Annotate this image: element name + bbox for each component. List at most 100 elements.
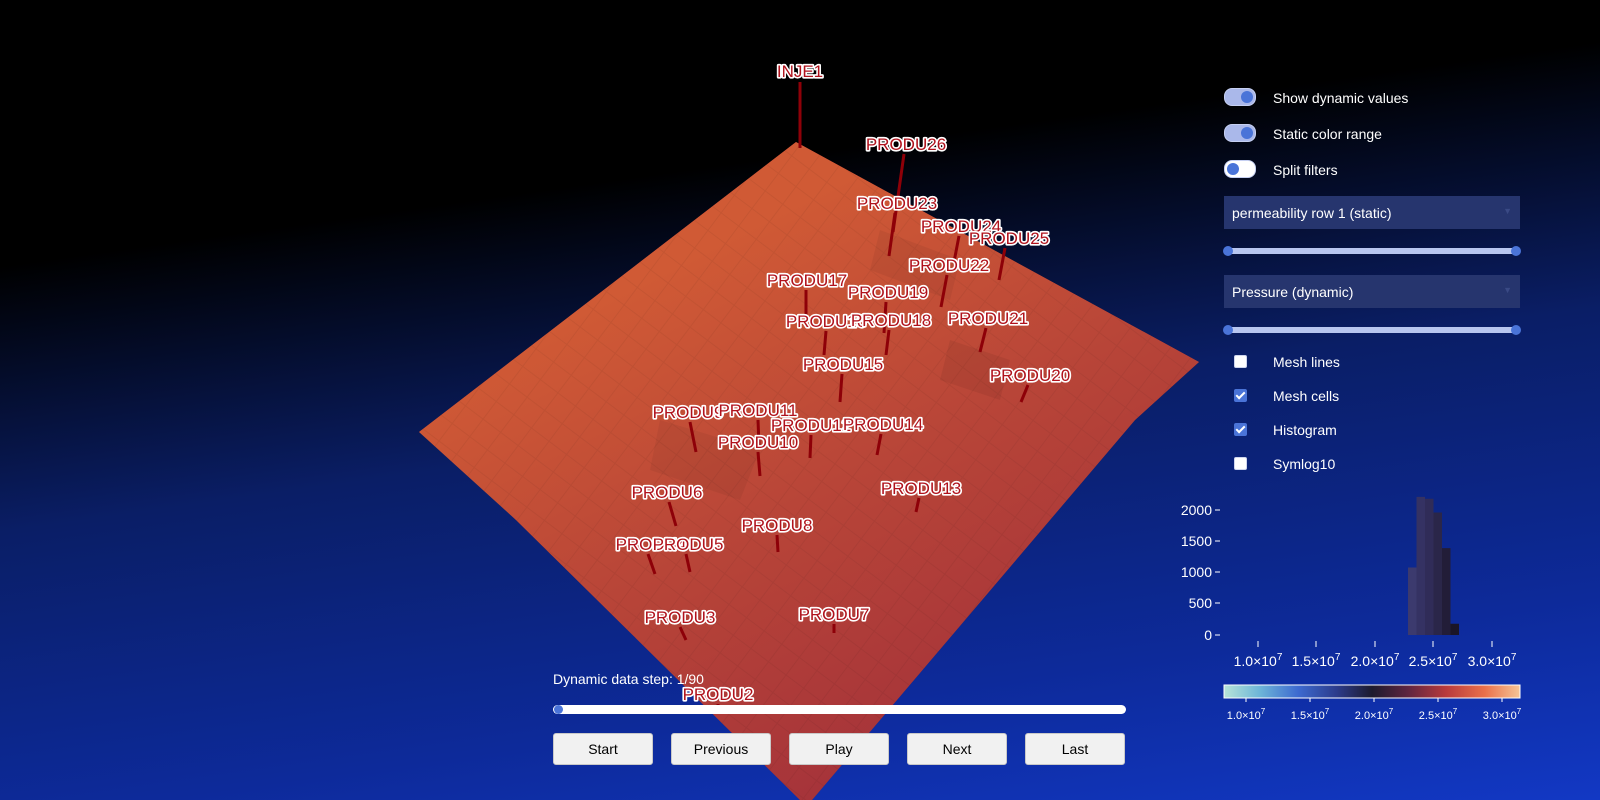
well-produ14[interactable]: PRODU14	[841, 413, 925, 456]
well-produ4[interactable]: PRODU4	[614, 533, 688, 575]
well-label: PRODU24	[921, 217, 1001, 236]
step-label: Dynamic data step: 1/90	[553, 671, 704, 687]
play-button[interactable]: Play	[789, 733, 889, 765]
well-produ5[interactable]: PRODU5	[651, 533, 725, 573]
last-button[interactable]: Last	[1025, 733, 1125, 765]
histogram-bar	[1442, 548, 1451, 635]
checkbox-symlog10[interactable]	[1234, 457, 1247, 470]
x-tick-label: 1.5×107	[1292, 652, 1341, 669]
well-produ21[interactable]: PRODU21	[946, 307, 1030, 353]
checkbox-box[interactable]	[1234, 457, 1247, 470]
checkbox-histogram[interactable]	[1234, 423, 1247, 436]
toggle-switch[interactable]	[1224, 124, 1256, 142]
well-label: PRODU19	[848, 283, 928, 302]
histogram-bar	[1416, 496, 1425, 635]
well-produ17[interactable]: PRODU17	[765, 269, 849, 315]
step-slider-handle[interactable]	[554, 705, 563, 714]
x-tick-label: 1.0×107	[1234, 652, 1283, 669]
toggle-split-filters[interactable]	[1224, 159, 1256, 179]
toggle-static-color-range[interactable]	[1224, 123, 1256, 143]
histogram-bars	[1408, 496, 1459, 635]
well-produ8[interactable]: PRODU8	[740, 514, 814, 553]
well-label: PRODU23	[857, 194, 937, 213]
well-produ19[interactable]: PRODU19	[846, 281, 930, 334]
well-label: PRODU22	[909, 256, 989, 275]
y-tick-label: 500	[1189, 595, 1213, 611]
well-trajectory	[756, 451, 762, 477]
well-produ16[interactable]: PRODU16	[784, 310, 868, 356]
well-produ22[interactable]: PRODU22	[907, 254, 991, 308]
well-produ24[interactable]: PRODU24	[919, 215, 1003, 263]
toggle-label-show-dynamic-values: Show dynamic values	[1273, 90, 1409, 106]
static-range-slider[interactable]	[1223, 246, 1521, 256]
well-trajectory	[684, 553, 692, 573]
well-trajectory	[884, 329, 891, 356]
color-gradient	[1223, 684, 1521, 699]
well-produ2[interactable]: PRODU2	[681, 683, 755, 710]
well-produ11[interactable]: PRODU11	[717, 399, 799, 447]
next-button[interactable]: Next	[907, 733, 1007, 765]
well-produ6[interactable]: PRODU6	[630, 481, 704, 527]
checkbox-box[interactable]	[1234, 389, 1247, 402]
well-produ13[interactable]: PRODU13	[879, 477, 963, 513]
well-produ25[interactable]: PRODU25	[967, 227, 1051, 281]
well-label: PRODU16	[786, 312, 866, 331]
well-trajectory	[875, 433, 883, 456]
colorbar-tick-label: 1.5×107	[1291, 707, 1330, 722]
y-tick-label: 1500	[1181, 533, 1212, 549]
well-label: INJE1	[777, 62, 823, 81]
well-trajectory	[882, 301, 888, 334]
checkbox-mesh-cells[interactable]	[1234, 389, 1247, 402]
well-produ12[interactable]: PRODU12	[769, 414, 853, 459]
dynamic-property-select[interactable]: Pressure (dynamic) ▼	[1224, 275, 1520, 308]
well-produ15[interactable]: PRODU15	[801, 353, 885, 403]
range-max-handle[interactable]	[1511, 246, 1521, 256]
dynamic-range-slider[interactable]	[1223, 325, 1521, 335]
well-produ9[interactable]: PRODU9	[651, 401, 725, 453]
histogram-bar	[1408, 567, 1417, 635]
checkbox-label-histogram: Histogram	[1273, 422, 1337, 438]
reservoir-grid[interactable]	[419, 142, 1199, 800]
checkbox-box[interactable]	[1234, 423, 1247, 436]
well-produ18[interactable]: PRODU18	[849, 309, 933, 356]
well-produ3[interactable]: PRODU3	[643, 606, 717, 641]
well-label: PRODU14	[843, 415, 923, 434]
toggle-switch[interactable]	[1224, 88, 1256, 106]
toggle-label-static-color-range: Static color range	[1273, 126, 1382, 142]
previous-button[interactable]: Previous	[671, 733, 771, 765]
checkbox-box[interactable]	[1234, 355, 1247, 368]
well-produ20[interactable]: PRODU20	[988, 364, 1072, 403]
colorbar-tick-label: 2.0×107	[1355, 707, 1394, 722]
well-label: PRODU3	[645, 608, 716, 627]
well-inje1[interactable]: INJE1	[775, 60, 825, 148]
toggle-show-dynamic-values[interactable]	[1224, 87, 1256, 107]
histogram-bar	[1433, 512, 1442, 635]
well-trajectory	[646, 553, 657, 575]
range-max-handle[interactable]	[1511, 325, 1521, 335]
well-produ10[interactable]: PRODU10	[716, 431, 800, 477]
well-produ7[interactable]: PRODU7	[797, 603, 871, 633]
well-label: PRODU9	[653, 403, 724, 422]
checkbox-mesh-lines[interactable]	[1234, 355, 1247, 368]
well-produ26[interactable]: PRODU26	[864, 133, 948, 233]
dynamic-property-select-value: Pressure (dynamic)	[1232, 284, 1354, 300]
chevron-down-icon: ▼	[1503, 206, 1512, 216]
well-trajectory	[939, 274, 949, 308]
well-trajectory	[688, 421, 698, 453]
well-label: PRODU18	[851, 311, 931, 330]
well-trajectory	[978, 327, 988, 353]
well-label: PRODU4	[616, 535, 687, 554]
well-trajectory	[887, 212, 897, 257]
histogram-bar	[1450, 623, 1459, 635]
step-slider[interactable]	[553, 705, 1126, 714]
well-produ23[interactable]: PRODU23	[855, 192, 939, 257]
range-min-handle[interactable]	[1223, 325, 1233, 335]
range-min-handle[interactable]	[1223, 246, 1233, 256]
toggle-switch[interactable]	[1224, 160, 1256, 178]
checkbox-label-mesh-cells: Mesh cells	[1273, 388, 1340, 404]
well-label: PRODU26	[866, 135, 946, 154]
colorbar-tick-label: 1.0×107	[1227, 707, 1266, 722]
start-button[interactable]: Start	[553, 733, 653, 765]
static-property-select[interactable]: permeability row 1 (static) ▼	[1224, 196, 1520, 229]
